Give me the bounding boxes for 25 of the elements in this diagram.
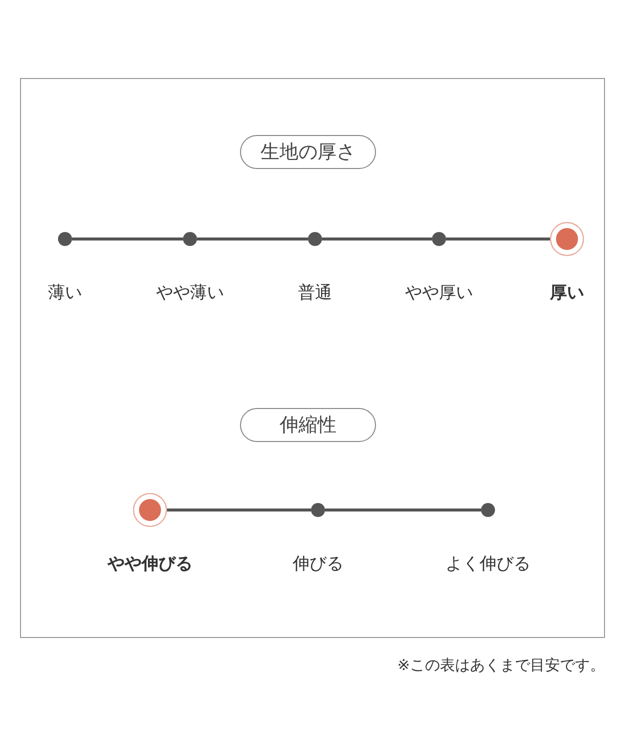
scale-line bbox=[72, 238, 183, 240]
scale-line bbox=[325, 508, 481, 512]
scale-line bbox=[197, 238, 308, 240]
scale-label: 普通 bbox=[298, 282, 332, 304]
scale-line bbox=[446, 238, 550, 240]
scale-line bbox=[322, 238, 432, 240]
scale-dot bbox=[432, 232, 446, 246]
scale-label: やや薄い bbox=[156, 282, 224, 304]
heading-pill: 伸縮性 bbox=[240, 408, 376, 442]
scale-label: 薄い bbox=[48, 282, 82, 304]
scale-label: 伸びる bbox=[292, 553, 344, 575]
note-text: ※この表はあくまで目安です。 bbox=[397, 656, 605, 675]
scale-label: やや厚い bbox=[405, 282, 473, 304]
heading-pill: 生地の厚さ bbox=[240, 135, 376, 169]
scale-label: やや伸びる bbox=[108, 553, 192, 575]
scale-line bbox=[167, 508, 311, 512]
scale-label: 厚い bbox=[550, 282, 584, 304]
scale-dot bbox=[183, 232, 197, 246]
scale-dot bbox=[311, 503, 325, 517]
scale-dot bbox=[308, 232, 322, 246]
scale-dot bbox=[58, 232, 72, 246]
selected-scale-dot bbox=[550, 222, 584, 256]
scale-label: よく伸びる bbox=[446, 553, 530, 575]
selected-scale-dot bbox=[133, 493, 167, 527]
scale-dot bbox=[481, 503, 495, 517]
